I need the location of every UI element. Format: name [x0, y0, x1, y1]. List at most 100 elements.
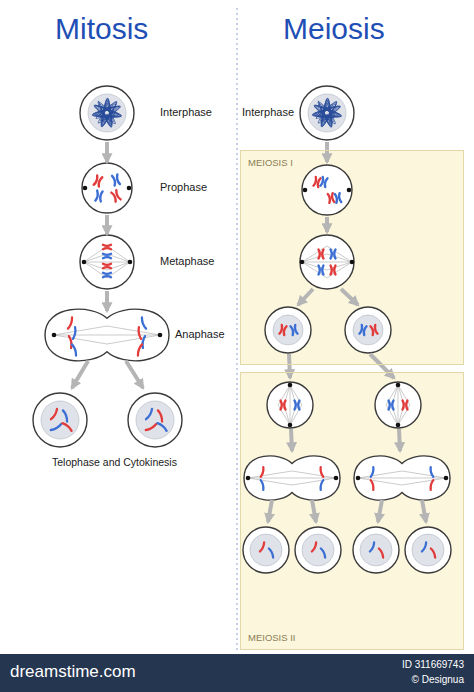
cell — [405, 527, 451, 573]
nucleus — [360, 534, 392, 566]
chromatid-arm — [430, 467, 434, 477]
chromatid — [324, 178, 328, 187]
spindle-pole — [396, 423, 401, 428]
flow-arrow — [325, 217, 329, 232]
chromosome — [95, 191, 102, 202]
chromatid — [320, 177, 324, 186]
cell — [82, 163, 132, 213]
credit: © Designua — [412, 674, 464, 686]
chromosome — [103, 273, 111, 277]
chromatid — [103, 264, 111, 265]
spindle-pole — [127, 186, 132, 191]
chromatid-arm — [371, 480, 375, 490]
image-id: ID 311669743 — [402, 659, 464, 671]
chromatid-arm — [62, 422, 72, 431]
chromatin — [92, 98, 122, 127]
column-title: Meiosis — [283, 12, 385, 47]
band-fill — [240, 150, 464, 365]
flow-arrow — [325, 142, 329, 162]
chromosome — [94, 175, 103, 186]
chromatid-arm — [261, 467, 265, 477]
chromatid — [320, 467, 324, 477]
chromosome — [319, 266, 324, 275]
chromatid — [103, 254, 111, 255]
chromatid — [334, 266, 335, 275]
chromosome — [319, 250, 324, 259]
chromosome — [279, 325, 286, 335]
chromatid — [319, 250, 320, 259]
cell — [80, 235, 134, 289]
spindle-fiber — [402, 478, 446, 485]
chromosome — [281, 401, 286, 410]
interphase-cell: Interphase — [80, 86, 134, 140]
chromatid-arm — [51, 424, 62, 431]
chromatid — [298, 401, 299, 410]
spindle-pole — [288, 423, 293, 428]
meiosis-band: MEIOSIS I — [240, 150, 464, 365]
divider-line — [237, 8, 238, 650]
chromatid-arm — [269, 548, 274, 557]
chromatid-arm — [72, 344, 77, 356]
chromatid — [138, 327, 141, 339]
chromosome — [359, 325, 366, 335]
metaphase-cell: Metaphase — [80, 235, 134, 289]
flow-arrow — [126, 361, 143, 388]
chromatid-arm — [430, 480, 434, 490]
chromosome — [403, 401, 408, 410]
chromatid — [374, 325, 378, 334]
interphase-cell: Interphase — [300, 86, 354, 140]
chromatid — [328, 194, 331, 203]
chromatid — [370, 326, 374, 335]
stage-label: Metaphase — [160, 255, 214, 268]
chromatid — [260, 542, 265, 551]
spindle-fiber — [292, 478, 336, 479]
spindle-fiber — [248, 478, 292, 479]
chromosome — [112, 174, 120, 185]
flow-arrow — [399, 429, 400, 451]
chromatid — [334, 250, 335, 259]
chromatid — [73, 327, 76, 339]
chromatid — [422, 542, 427, 551]
chromosome — [370, 325, 377, 335]
chromatid-arm — [146, 424, 157, 431]
spindle-fiber — [302, 246, 327, 262]
spindle-fiber — [292, 471, 336, 478]
chromatid — [103, 273, 111, 274]
cell — [128, 393, 182, 447]
chromatid — [363, 326, 367, 335]
spindle-pole — [246, 476, 251, 481]
flow-arrow — [378, 500, 382, 522]
chromatid — [371, 480, 375, 490]
chromatid — [431, 548, 436, 557]
chromatid-arm — [158, 410, 163, 422]
chromatid — [331, 250, 332, 259]
chromatin — [312, 98, 342, 127]
cell — [243, 527, 289, 573]
spindle-pole — [83, 186, 88, 191]
spindle-pole — [334, 476, 339, 481]
chromatid-arm — [379, 548, 384, 557]
chromatid-arm — [63, 410, 68, 422]
spindle-fiber — [107, 262, 130, 263]
chromatid — [72, 344, 77, 356]
spindle-fiber — [248, 478, 292, 485]
spindle-fiber — [54, 335, 107, 336]
spindle-pole — [158, 333, 163, 338]
chromatid-arm — [370, 542, 375, 551]
spindle-fiber — [302, 262, 327, 278]
chromatid-arm — [320, 480, 324, 490]
cell — [265, 307, 311, 353]
chromatid-arm — [138, 327, 141, 339]
chromatid-arm — [157, 422, 167, 431]
chromatid — [103, 245, 111, 246]
spindle-fiber — [84, 262, 107, 263]
chromatid — [51, 424, 62, 431]
spindle-fiber — [398, 405, 399, 425]
chromosome — [331, 250, 336, 259]
spindle-fiber — [358, 478, 402, 485]
cell — [302, 165, 352, 215]
chromatid — [338, 193, 341, 202]
spindle-fiber — [248, 471, 292, 478]
spindle-pole — [288, 383, 293, 388]
